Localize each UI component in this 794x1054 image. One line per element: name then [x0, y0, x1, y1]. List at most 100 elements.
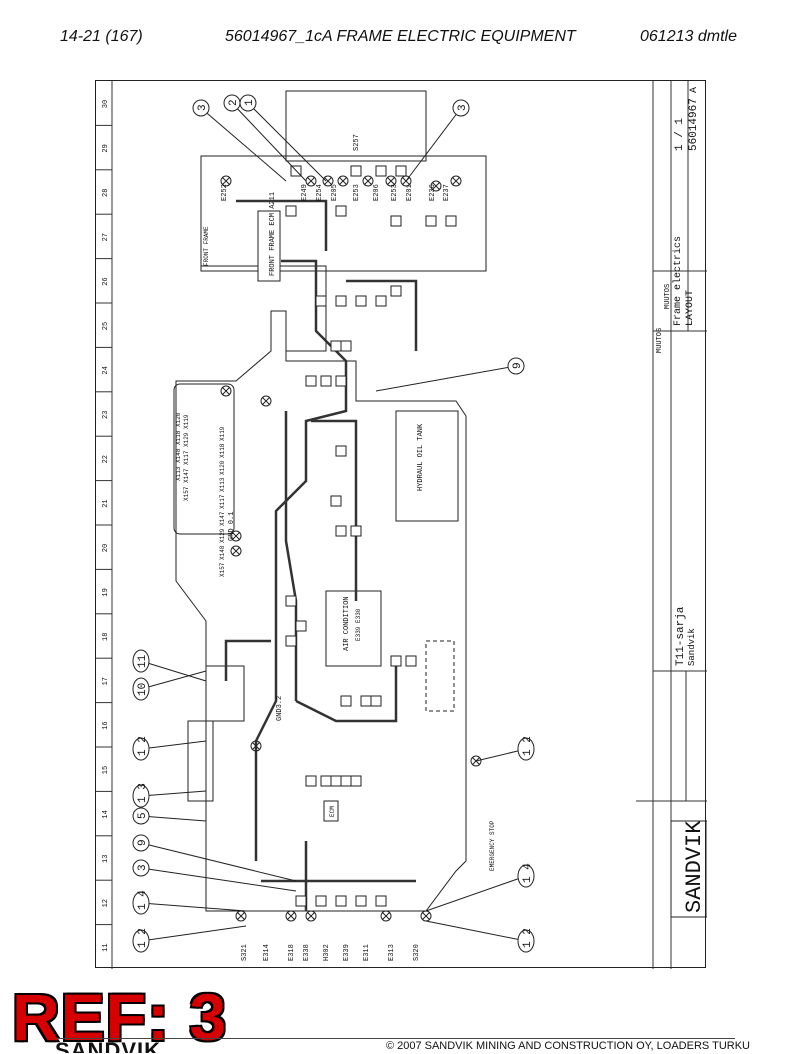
callout-bubble: 5 — [132, 807, 207, 825]
ruler-number: 24 — [102, 366, 110, 374]
component-box — [330, 775, 342, 787]
component-box — [445, 215, 457, 227]
callout-number: 1 2 — [522, 736, 534, 756]
component-box — [320, 375, 332, 387]
callout-number: 3 — [137, 864, 149, 871]
ruler-number: 27 — [102, 233, 110, 241]
lamp-icon — [420, 910, 432, 922]
callout-number: 10 — [137, 683, 149, 696]
lamp-icon — [380, 910, 392, 922]
title-layout: LAYOUT — [685, 290, 696, 326]
component-box — [355, 895, 367, 907]
component-label: E338 — [303, 944, 311, 961]
component-box — [330, 495, 342, 507]
lamp-icon — [230, 530, 242, 542]
callout-bubble: 3 — [192, 99, 287, 182]
date-code: 061213 dmtle — [640, 28, 737, 45]
component-box — [350, 525, 362, 537]
callout-bubble: 1 4 — [425, 863, 535, 912]
title-series: T11-sarja — [675, 606, 687, 666]
component-box — [335, 445, 347, 457]
label-hydraulic-tank: HYDRAUL OIL TANK — [417, 423, 425, 491]
title-description: Frame electrics — [672, 236, 684, 326]
callout-bubble: 1 2 — [425, 920, 535, 953]
title-revision: A — [689, 87, 700, 93]
component-label: E237 — [443, 184, 451, 201]
component-label: S321 — [241, 944, 249, 961]
label-front-frame: FRONT FRAME — [203, 226, 210, 266]
ruler-number: 13 — [102, 855, 110, 863]
connector-label: X129 — [219, 528, 226, 543]
label-emergency-stop: EMERGENCY STOP — [489, 820, 496, 871]
ruler-number: 18 — [102, 633, 110, 641]
component-label: E313 — [388, 944, 396, 961]
ruler-number: 21 — [102, 499, 110, 507]
component-label: E206 — [373, 184, 381, 201]
connector-label: X157 — [219, 562, 226, 577]
ruler-number: 19 — [102, 588, 110, 596]
component-box — [340, 695, 352, 707]
component-box — [390, 285, 402, 297]
component-box — [340, 340, 352, 352]
component-box — [375, 165, 387, 177]
component-box — [355, 295, 367, 307]
component-box — [395, 165, 407, 177]
lamp-icon — [260, 395, 272, 407]
component-box — [305, 375, 317, 387]
callout-number: 1 3 — [137, 783, 149, 803]
component-box — [285, 595, 297, 607]
footer-logo: SANDVIK — [55, 1038, 162, 1053]
title-sheet: 1 / 1 — [674, 118, 686, 151]
component-box — [425, 215, 437, 227]
callout-number: 1 2 — [522, 928, 534, 948]
title-block: SANDVIK T11-sarja Sandvik Frame electric… — [636, 81, 707, 969]
ruler-number: 23 — [102, 411, 110, 419]
component-box — [335, 375, 347, 387]
footer-copyright: © 2007 SANDVIK MINING AND CONSTRUCTION O… — [385, 1040, 750, 1052]
lamp-icon — [220, 175, 232, 187]
title-muutos-2: MUUTOS — [664, 284, 672, 309]
callout-number: 1 2 — [137, 928, 149, 948]
component-label: E201 — [406, 184, 414, 201]
lamp-icon — [235, 910, 247, 922]
callout-number: 5 — [137, 812, 149, 819]
component-label: S320 — [413, 944, 421, 961]
label-gnd: GND 0.1 — [228, 512, 236, 541]
component-box — [315, 895, 327, 907]
label-ecm-box: FRONT FRAME ECM A211 — [269, 192, 277, 276]
component-label: E311 — [363, 944, 371, 961]
component-box — [285, 635, 297, 647]
callout-number: 1 — [244, 99, 256, 106]
lamp-icon — [250, 740, 262, 752]
callout-bubble: 1 3 — [132, 783, 207, 808]
callout-number: 1 4 — [522, 863, 534, 883]
callout-bubble: 1 — [239, 94, 327, 182]
lamp-icon — [337, 175, 349, 187]
component-label: E236 — [429, 184, 437, 201]
component-box — [390, 215, 402, 227]
ruler-number: 12 — [102, 899, 110, 907]
component-box — [335, 205, 347, 217]
ruler-number: 30 — [102, 100, 110, 108]
ruler-number: 17 — [102, 677, 110, 685]
component-box — [340, 775, 352, 787]
reference-stamp: REF: 3 — [12, 980, 228, 1054]
callout-bubble: 11 — [132, 649, 207, 682]
title-drawing-number: 56014967 — [688, 98, 700, 151]
lamp-icon — [285, 910, 297, 922]
component-box — [305, 775, 317, 787]
callout-bubble: 10 — [132, 670, 207, 701]
ruler-number: 22 — [102, 455, 110, 463]
ruler-number: 20 — [102, 544, 110, 552]
lamp-symbols — [220, 175, 482, 922]
component-label: E253 — [391, 184, 399, 201]
ruler-number: 16 — [102, 721, 110, 729]
footer-divider — [55, 1038, 735, 1039]
callout-number: 3 — [457, 104, 469, 111]
lamp-icon — [450, 175, 462, 187]
component-box — [350, 165, 362, 177]
